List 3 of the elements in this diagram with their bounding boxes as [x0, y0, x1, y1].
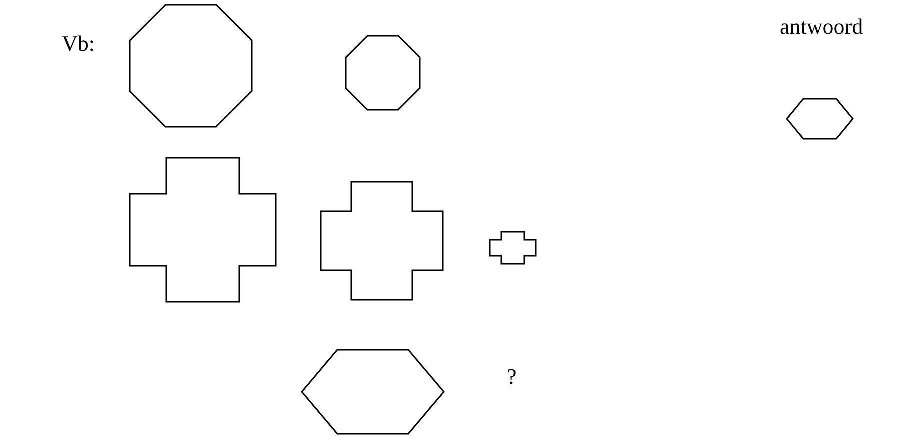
- question-mark: ?: [507, 366, 517, 388]
- answer-heading: antwoord: [780, 16, 864, 38]
- example-label: Vb:: [62, 33, 95, 55]
